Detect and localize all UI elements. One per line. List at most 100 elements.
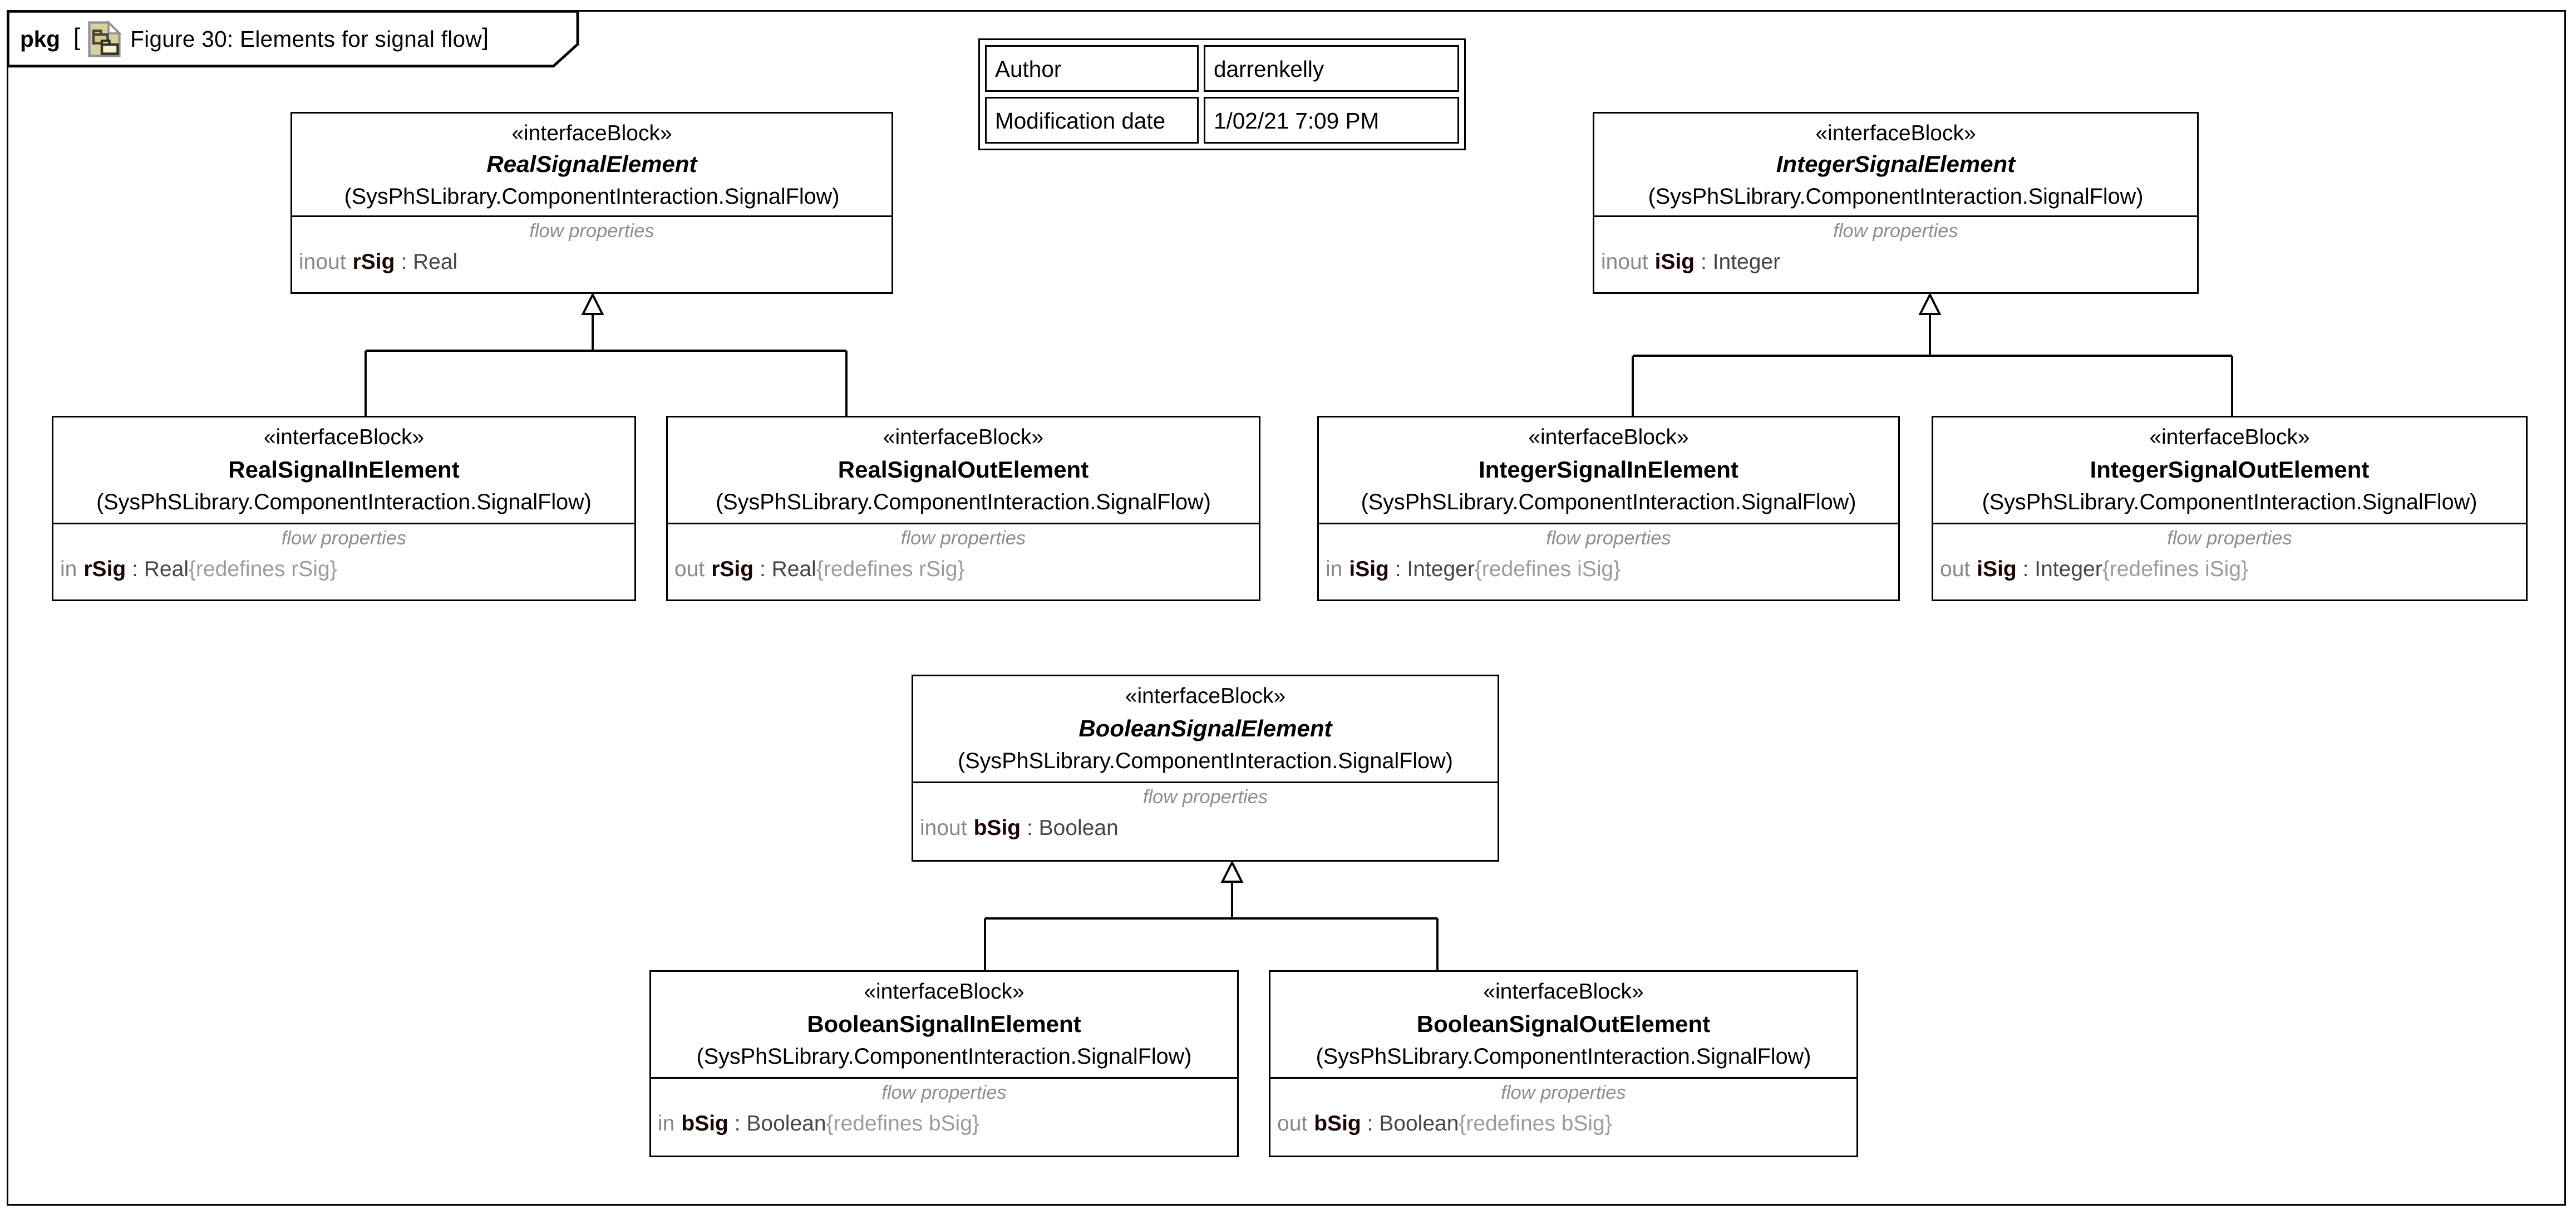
diagram-title: Figure 30: Elements for signal flow bbox=[130, 26, 482, 51]
block-package-path: (SysPhSLibrary.ComponentInteraction.Sign… bbox=[1982, 489, 2478, 514]
block-header: «interfaceBlock» BooleanSignalInElement … bbox=[651, 972, 1237, 1079]
flow-property-type: : Real bbox=[126, 556, 189, 581]
generalization-integer[interactable] bbox=[1632, 292, 2233, 417]
frame-tab-shape bbox=[7, 10, 579, 68]
block-name: IntegerSignalInElement bbox=[1479, 456, 1738, 483]
flow-property-direction: out bbox=[1940, 556, 1971, 581]
generalization-arrowhead bbox=[1918, 292, 1942, 315]
flow-property-direction: inout bbox=[299, 249, 346, 274]
generalization-line[interactable] bbox=[365, 314, 848, 417]
block-header: «interfaceBlock» RealSignalInElement (Sy… bbox=[53, 417, 634, 524]
stereotype-label: «interfaceBlock» bbox=[511, 119, 672, 145]
compartment-label: flow properties bbox=[281, 529, 407, 549]
interface-block-RealSignalElement[interactable]: «interfaceBlock» RealSignalElement (SysP… bbox=[290, 112, 893, 294]
flow-property-direction: in bbox=[1326, 556, 1343, 581]
block-header: «interfaceBlock» IntegerSignalElement (S… bbox=[1594, 114, 2197, 217]
diagram-kind-label: pkg bbox=[20, 26, 61, 51]
interface-block-BooleanSignalInElement[interactable]: «interfaceBlock» BooleanSignalInElement … bbox=[649, 970, 1239, 1157]
block-name: IntegerSignalElement bbox=[1776, 150, 2016, 177]
block-package-path: (SysPhSLibrary.ComponentInteraction.Sign… bbox=[344, 183, 840, 208]
flow-property-direction: inout bbox=[920, 815, 967, 840]
flow-property-direction: inout bbox=[1601, 249, 1648, 274]
flow-property-redefines: {redefines iSig} bbox=[1474, 556, 1621, 581]
compartment-label: flow properties bbox=[2167, 529, 2292, 549]
block-package-path: (SysPhSLibrary.ComponentInteraction.Sign… bbox=[716, 489, 1211, 514]
flow-property-direction: out bbox=[674, 556, 705, 581]
block-header: «interfaceBlock» IntegerSignalInElement … bbox=[1319, 417, 1898, 524]
package-diagram-icon bbox=[88, 19, 122, 57]
diagram-info-table: Author darrenkelly Modification date 1/0… bbox=[978, 38, 1466, 150]
info-value-modification-date: 1/02/21 7:09 PM bbox=[1204, 97, 1459, 144]
block-package-path: (SysPhSLibrary.ComponentInteraction.Sign… bbox=[96, 489, 592, 514]
interface-block-BooleanSignalElement[interactable]: «interfaceBlock» BooleanSignalElement (S… bbox=[912, 675, 1499, 862]
flow-property-type: : Real bbox=[753, 556, 816, 581]
info-label-author: Author bbox=[985, 45, 1199, 92]
flow-property-name: iSig bbox=[1349, 556, 1389, 581]
generalization-boolean[interactable] bbox=[984, 860, 1439, 972]
compartment-label: flow properties bbox=[881, 1084, 1007, 1104]
interface-block-RealSignalOutElement[interactable]: «interfaceBlock» RealSignalOutElement (S… bbox=[666, 416, 1260, 601]
stereotype-label: «interfaceBlock» bbox=[2149, 424, 2310, 449]
stereotype-label: «interfaceBlock» bbox=[1483, 979, 1644, 1004]
tab-open-bracket: [ bbox=[73, 25, 81, 52]
stereotype-label: «interfaceBlock» bbox=[1125, 683, 1286, 708]
interface-block-BooleanSignalOutElement[interactable]: «interfaceBlock» BooleanSignalOutElement… bbox=[1269, 970, 1858, 1157]
compartment-label: flow properties bbox=[1833, 222, 1958, 242]
block-header: «interfaceBlock» BooleanSignalElement (S… bbox=[913, 676, 1498, 783]
generalization-line[interactable] bbox=[1632, 314, 2233, 417]
info-value-author: darrenkelly bbox=[1204, 45, 1459, 92]
stereotype-label: «interfaceBlock» bbox=[1815, 119, 1976, 145]
flow-property-direction: out bbox=[1277, 1110, 1308, 1136]
interface-block-RealSignalInElement[interactable]: «interfaceBlock» RealSignalInElement (Sy… bbox=[52, 416, 636, 601]
generalization-line[interactable] bbox=[984, 882, 1439, 972]
block-package-path: (SysPhSLibrary.ComponentInteraction.Sign… bbox=[696, 1044, 1192, 1069]
block-header: «interfaceBlock» RealSignalOutElement (S… bbox=[668, 417, 1259, 524]
generalization-arrowhead bbox=[581, 292, 604, 315]
block-package-path: (SysPhSLibrary.ComponentInteraction.Sign… bbox=[1361, 489, 1856, 514]
block-name: IntegerSignalOutElement bbox=[2090, 456, 2370, 483]
generalization-real[interactable] bbox=[365, 292, 848, 417]
compartment-label: flow properties bbox=[1546, 529, 1671, 549]
stereotype-label: «interfaceBlock» bbox=[263, 424, 425, 449]
flow-property-redefines: {redefines bSig} bbox=[1459, 1110, 1612, 1136]
flow-property-type: : Boolean bbox=[1361, 1110, 1459, 1136]
block-name: BooleanSignalElement bbox=[1078, 715, 1332, 741]
flow-property-type: : Boolean bbox=[1021, 815, 1119, 840]
flow-property-name: iSig bbox=[1654, 249, 1695, 274]
block-name: RealSignalElement bbox=[486, 150, 697, 177]
interface-block-IntegerSignalElement[interactable]: «interfaceBlock» IntegerSignalElement (S… bbox=[1593, 112, 2199, 294]
tab-close-bracket: ] bbox=[481, 25, 489, 52]
block-package-path: (SysPhSLibrary.ComponentInteraction.Sign… bbox=[1316, 1044, 1811, 1069]
flow-property-name: iSig bbox=[1977, 556, 2017, 581]
stereotype-label: «interfaceBlock» bbox=[883, 424, 1044, 449]
stereotype-label: «interfaceBlock» bbox=[1528, 424, 1689, 449]
block-header: «interfaceBlock» IntegerSignalOutElement… bbox=[1933, 417, 2526, 524]
interface-block-IntegerSignalInElement[interactable]: «interfaceBlock» IntegerSignalInElement … bbox=[1317, 416, 1900, 601]
block-name: RealSignalInElement bbox=[228, 456, 460, 483]
block-package-path: (SysPhSLibrary.ComponentInteraction.Sign… bbox=[958, 748, 1453, 773]
flow-property-name: bSig bbox=[973, 815, 1021, 840]
block-name: BooleanSignalInElement bbox=[807, 1010, 1081, 1037]
compartment-label: flow properties bbox=[1142, 788, 1268, 808]
interface-block-IntegerSignalOutElement[interactable]: «interfaceBlock» IntegerSignalOutElement… bbox=[1932, 416, 2528, 601]
flow-property-redefines: {redefines bSig} bbox=[826, 1110, 979, 1136]
diagram-frame-tab: pkg [ Figure 30: Elements for signal flo… bbox=[20, 15, 489, 62]
info-label-modification-date: Modification date bbox=[985, 97, 1199, 144]
flow-property-type: : Real bbox=[395, 249, 458, 274]
compartment-label: flow properties bbox=[529, 222, 654, 242]
flow-property-direction: in bbox=[60, 556, 77, 581]
